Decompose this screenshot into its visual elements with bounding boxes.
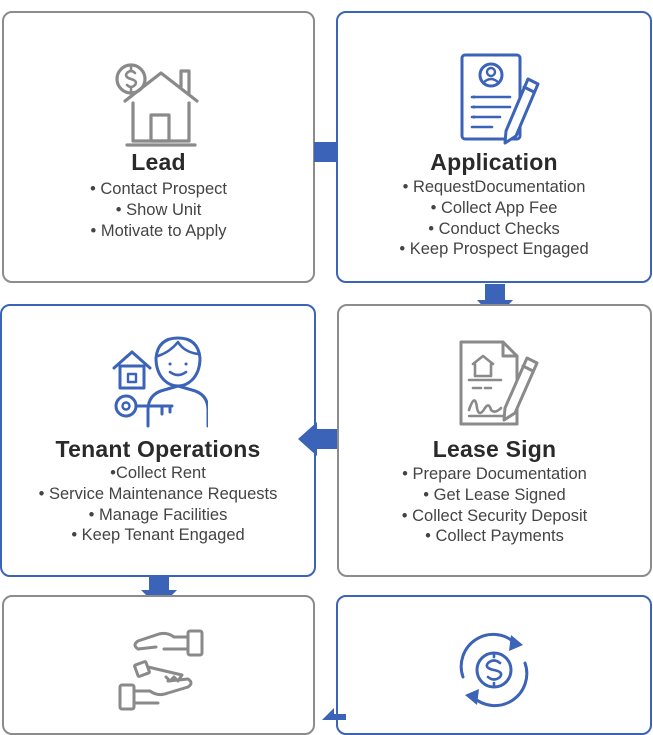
application-title: Application — [430, 149, 558, 175]
list-item: • Collect Payments — [425, 527, 564, 546]
lease-sign-task-list: • Prepare Documentation • Get Lease Sign… — [339, 464, 650, 547]
arrow-down-icon — [477, 284, 513, 319]
list-item: • Show Unit — [115, 200, 202, 219]
hands-key-icon — [4, 625, 313, 715]
list-item: • Motivate to Apply — [90, 221, 227, 240]
list-item: • Contact Prospect — [90, 180, 227, 198]
tenant-operations-card: Tenant Operations •Collect Rent • Servic… — [0, 304, 316, 577]
arrow-left-icon — [298, 422, 339, 456]
lease-sign-card: Lease Sign • Prepare Documentation • Get… — [337, 304, 652, 577]
list-item: •Collect Rent — [110, 464, 206, 482]
list-item: • Conduct Checks — [428, 219, 560, 238]
tenant-operations-title: Tenant Operations — [55, 436, 261, 462]
lead-title: Lead — [131, 149, 186, 175]
list-item: • Keep Prospect Engaged — [399, 240, 589, 259]
lead-task-list: • Contact Prospect • Show Unit • Motivat… — [4, 179, 313, 241]
list-item: • Collect App Fee — [430, 198, 558, 217]
move-out-card — [2, 595, 315, 735]
list-item: • Prepare Documentation — [402, 465, 587, 483]
arrow-left-icon — [322, 708, 346, 720]
application-task-list: • RequestDocumentation • Collect App Fee… — [338, 177, 650, 260]
list-item: • Service Maintenance Requests — [38, 484, 278, 503]
application-form-pen-icon — [338, 51, 650, 147]
list-item: • Collect Security Deposit — [401, 506, 588, 525]
list-item: • Keep Tenant Engaged — [71, 526, 245, 545]
lead-card: Lead • Contact Prospect • Show Unit • Mo… — [2, 11, 315, 283]
lease-sign-title: Lease Sign — [432, 436, 557, 462]
application-card: Application • RequestDocumentation • Col… — [336, 11, 652, 283]
tenant-house-key-icon — [2, 334, 314, 430]
list-item: • RequestDocumentation — [402, 178, 586, 196]
house-dollar-icon — [4, 61, 313, 153]
arrow-down-icon — [141, 577, 177, 608]
list-item: • Get Lease Signed — [423, 485, 566, 504]
signed-document-icon — [339, 336, 650, 432]
renewal-card — [336, 595, 652, 735]
dollar-cycle-icon — [338, 625, 650, 715]
list-item: • Manage Facilities — [88, 505, 228, 524]
tenant-operations-task-list: •Collect Rent • Service Maintenance Requ… — [2, 463, 314, 546]
